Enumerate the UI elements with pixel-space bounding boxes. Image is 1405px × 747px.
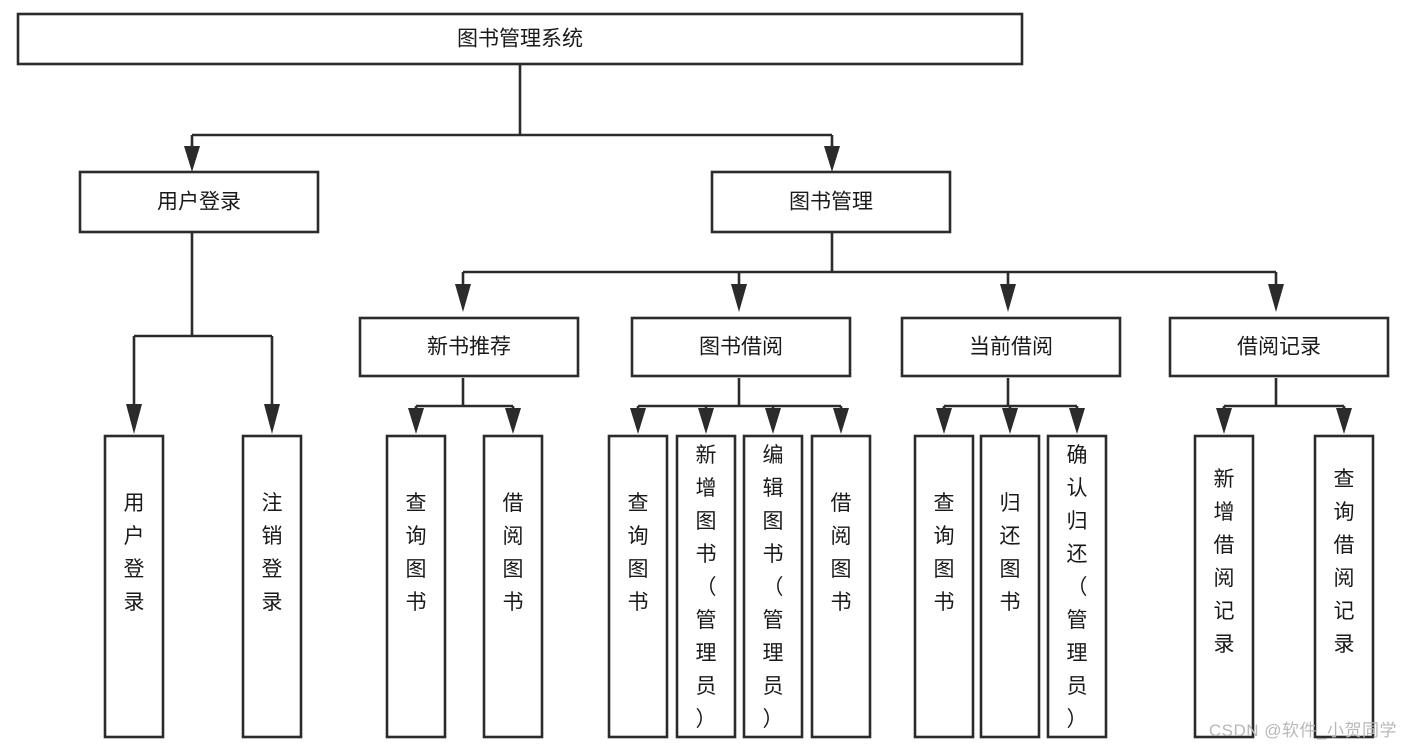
node-user-login-box[interactable] <box>78 170 320 234</box>
arrow-head-new-book-recommend <box>455 284 471 312</box>
node-root-label: 图书管理系统 <box>457 28 583 51</box>
arrow-head-leaf-query-book-2 <box>630 408 646 434</box>
node-current-borrow[interactable]: 当前借阅 <box>900 316 1122 378</box>
node-user-login-label: 用户登录 <box>157 191 241 214</box>
node-leaf-user-login-label: 用户登录 <box>124 492 145 614</box>
node-leaf-query-book-2-box[interactable] <box>607 434 669 739</box>
node-leaf-confirm-return-label: 确认归还（管理员） <box>1067 444 1088 731</box>
node-leaf-borrow-book-1-box[interactable] <box>482 434 544 739</box>
arrow-head-leaf-borrow-book-2 <box>833 408 849 434</box>
node-leaf-query-record-label: 查询借阅记录 <box>1334 468 1355 656</box>
node-leaf-edit-book[interactable]: 编辑图书（管理员） <box>742 434 804 739</box>
node-book-manage-box[interactable] <box>710 170 952 234</box>
connectors-current-borrow-to-leaves <box>936 378 1085 434</box>
node-leaf-user-login[interactable]: 用户登录 <box>103 434 165 739</box>
arrow-head-leaf-query-book-1 <box>408 408 424 434</box>
node-new-book-recommend[interactable]: 新书推荐 <box>358 316 580 378</box>
node-book-borrow[interactable]: 图书借阅 <box>630 316 852 378</box>
connectors-user-login-to-leaves <box>126 232 280 434</box>
node-book-manage[interactable]: 图书管理 <box>710 170 952 234</box>
arrow-head-leaf-query-book-3 <box>936 408 952 434</box>
node-leaf-query-book-3-box[interactable] <box>913 434 975 739</box>
node-leaf-logout-login-label: 注销登录 <box>262 492 283 614</box>
node-borrow-record-label: 借阅记录 <box>1237 336 1321 359</box>
connectors-root-to-level1 <box>184 64 840 172</box>
connectors-borrow-record-to-leaves <box>1216 378 1352 434</box>
node-leaf-query-book-1-box[interactable] <box>385 434 447 739</box>
node-leaf-edit-book-label: 编辑图书（管理员） <box>763 444 784 731</box>
arrow-head-leaf-return-book <box>1002 408 1018 434</box>
node-leaf-query-record[interactable]: 查询借阅记录 <box>1313 434 1375 739</box>
node-leaf-logout-login[interactable]: 注销登录 <box>241 434 303 739</box>
node-leaf-query-record-box[interactable] <box>1313 434 1375 739</box>
node-leaf-add-record-label: 新增借阅记录 <box>1214 468 1235 656</box>
node-book-borrow-label: 图书借阅 <box>699 336 783 359</box>
node-new-book-recommend-label: 新书推荐 <box>427 336 511 359</box>
node-current-borrow-label: 当前借阅 <box>969 336 1053 359</box>
connectors-book-manage-to-level2 <box>455 232 1284 312</box>
node-leaf-add-book-box[interactable] <box>675 434 737 739</box>
node-leaf-query-book-1[interactable]: 查询图书 <box>385 434 447 739</box>
node-leaf-query-book-3-label: 查询图书 <box>934 492 955 614</box>
node-leaf-query-book-3[interactable]: 查询图书 <box>913 434 975 739</box>
csdn-watermark: CSDN @软件_小贺同学 <box>1208 721 1397 740</box>
node-leaf-query-book-2-label: 查询图书 <box>628 492 649 614</box>
node-user-login[interactable]: 用户登录 <box>78 170 320 234</box>
arrow-head-leaf-edit-book <box>765 408 781 434</box>
node-leaf-return-book[interactable]: 归还图书 <box>979 434 1041 739</box>
arrow-head-leaf-query-record <box>1336 408 1352 434</box>
node-leaf-borrow-book-2-label: 借阅图书 <box>831 492 852 614</box>
node-root-box[interactable] <box>16 12 1024 66</box>
arrow-head-borrow-record <box>1268 284 1284 312</box>
node-leaf-confirm-return-box[interactable] <box>1046 434 1108 739</box>
arrow-head-leaf-add-record <box>1216 408 1232 434</box>
node-borrow-record-box[interactable] <box>1168 316 1390 378</box>
node-leaf-return-book-box[interactable] <box>979 434 1041 739</box>
node-leaf-edit-book-box[interactable] <box>742 434 804 739</box>
node-leaf-user-login-box[interactable] <box>103 434 165 739</box>
connectors-book-borrow-to-leaves <box>630 378 849 434</box>
arrow-head-leaf-confirm-return <box>1069 408 1085 434</box>
arrow-head-book-manage <box>824 146 840 172</box>
node-book-borrow-box[interactable] <box>630 316 852 378</box>
node-root[interactable]: 图书管理系统 <box>16 12 1024 66</box>
node-leaf-add-book[interactable]: 新增图书（管理员） <box>675 434 737 739</box>
node-leaf-logout-login-box[interactable] <box>241 434 303 739</box>
node-leaf-return-book-label: 归还图书 <box>1000 492 1021 614</box>
node-leaf-borrow-book-1[interactable]: 借阅图书 <box>482 434 544 739</box>
arrow-head-leaf-logout-login <box>264 404 280 434</box>
arrow-head-book-borrow <box>731 284 747 312</box>
node-leaf-borrow-book-2-box[interactable] <box>810 434 872 739</box>
node-leaf-confirm-return[interactable]: 确认归还（管理员） <box>1046 434 1108 739</box>
arrow-head-leaf-user-login <box>126 404 142 434</box>
arrow-head-current-borrow <box>1000 284 1016 312</box>
node-leaf-add-record[interactable]: 新增借阅记录 <box>1193 434 1255 739</box>
arrow-head-leaf-borrow-book-1 <box>505 408 521 434</box>
node-book-manage-label: 图书管理 <box>789 191 873 214</box>
node-leaf-add-record-box[interactable] <box>1193 434 1255 739</box>
node-leaf-add-book-label: 新增图书（管理员） <box>696 444 717 731</box>
arrow-head-user-login <box>184 146 200 172</box>
node-current-borrow-box[interactable] <box>900 316 1122 378</box>
connectors-new-book-recommend-to-leaves <box>408 378 521 434</box>
node-leaf-borrow-book-2[interactable]: 借阅图书 <box>810 434 872 739</box>
arrow-head-leaf-add-book <box>698 408 714 434</box>
node-leaf-query-book-1-label: 查询图书 <box>406 492 427 614</box>
node-new-book-recommend-box[interactable] <box>358 316 580 378</box>
node-leaf-query-book-2[interactable]: 查询图书 <box>607 434 669 739</box>
node-leaf-borrow-book-1-label: 借阅图书 <box>503 492 524 614</box>
node-borrow-record[interactable]: 借阅记录 <box>1168 316 1390 378</box>
